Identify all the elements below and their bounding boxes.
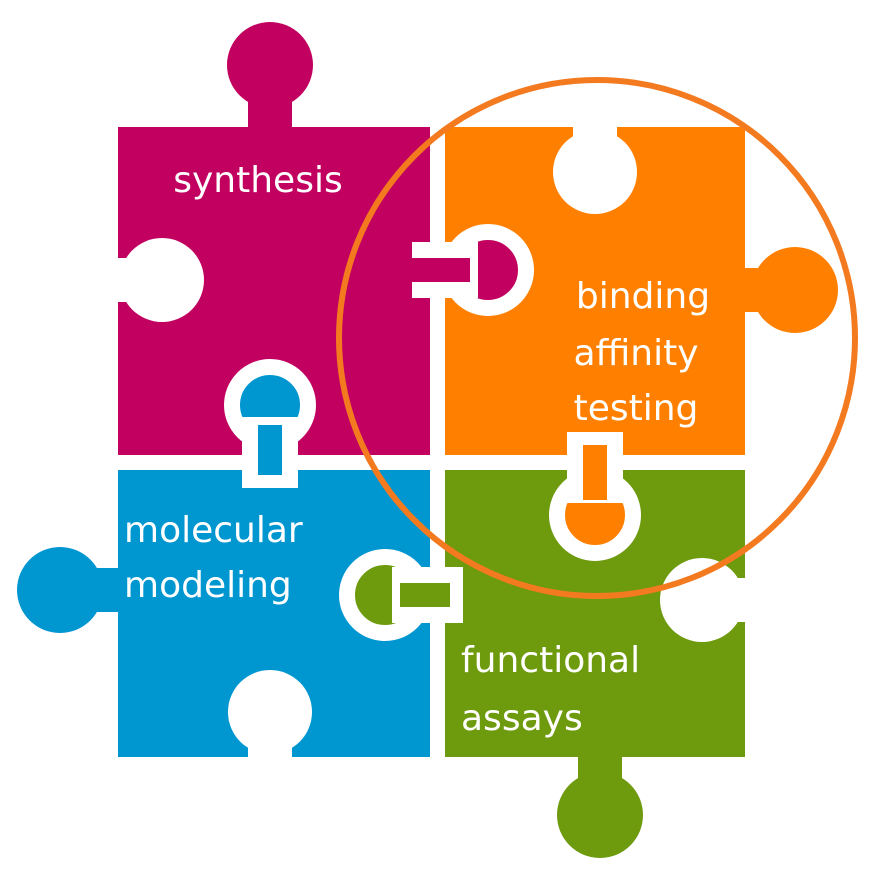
label-synthesis: synthesis <box>173 160 342 201</box>
indents <box>110 118 760 770</box>
label-binding-3: testing <box>574 388 699 429</box>
highlight-circle <box>336 77 858 599</box>
label-assays-2: assays <box>461 698 583 739</box>
knob-necks <box>258 258 607 607</box>
label-binding-1: binding <box>576 276 710 317</box>
label-modeling-1: molecular <box>124 510 303 551</box>
label-binding-2: affinity <box>573 333 698 374</box>
label-modeling-2: modeling <box>124 565 292 606</box>
label-assays-1: functional <box>461 640 640 681</box>
